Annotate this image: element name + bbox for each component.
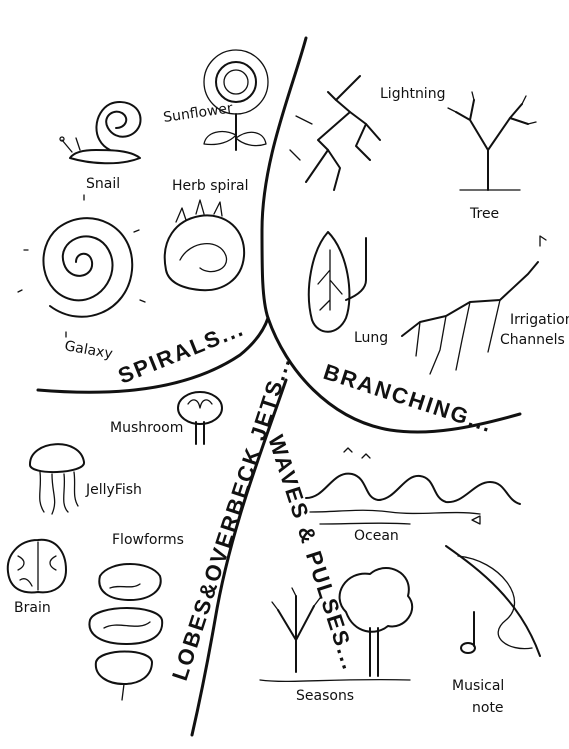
label-ocean: Ocean — [354, 528, 399, 544]
label-flowforms: Flowforms — [112, 532, 184, 548]
label-musical-2: note — [472, 700, 504, 716]
snail-drawing — [59, 101, 142, 165]
label-mushroom: Mushroom — [110, 420, 183, 436]
ocean-drawing — [305, 447, 521, 525]
brain-drawing — [6, 538, 67, 594]
seasons-drawing — [259, 567, 414, 683]
label-galaxy: Galaxy — [63, 338, 114, 362]
lightning-drawing — [289, 75, 381, 191]
label-jellyfish: JellyFish — [85, 482, 142, 498]
tree-drawing — [447, 91, 537, 191]
divider-top — [260, 36, 308, 320]
label-irrigation-1: Irrigation — [510, 312, 569, 328]
label-seasons: Seasons — [296, 688, 354, 704]
label-musical-1: Musical — [452, 678, 504, 694]
label-lightning: Lightning — [380, 86, 445, 102]
label-herb-spiral: Herb spiral — [172, 178, 249, 194]
divider-branching — [266, 316, 522, 434]
divider-spirals — [36, 316, 270, 394]
herb-spiral-drawing — [163, 199, 246, 292]
label-tree: Tree — [469, 206, 499, 222]
musical-note-drawing — [445, 545, 541, 657]
label-snail: Snail — [86, 176, 120, 192]
category-waves: WAVES & PULSES... — [263, 432, 363, 674]
category-spirals: SPIRALS... — [115, 315, 248, 388]
mushroom-drawing — [177, 391, 223, 445]
label-sunflower: Sunflower — [162, 100, 234, 126]
jellyfish-drawing — [29, 443, 85, 515]
irrigation-drawing — [401, 235, 547, 375]
flowforms-drawing — [88, 563, 164, 701]
divider-waves — [190, 378, 288, 737]
category-branching: BRANCHING... — [320, 359, 496, 437]
category-lobes: LOBES&OVERBECK JETS... — [167, 353, 296, 684]
label-brain: Brain — [14, 600, 51, 616]
label-irrigation-2: Channels — [500, 332, 565, 348]
galaxy-drawing — [17, 194, 146, 338]
label-lung: Lung — [354, 330, 388, 346]
sunflower-drawing — [203, 49, 269, 151]
lung-drawing — [307, 231, 367, 333]
